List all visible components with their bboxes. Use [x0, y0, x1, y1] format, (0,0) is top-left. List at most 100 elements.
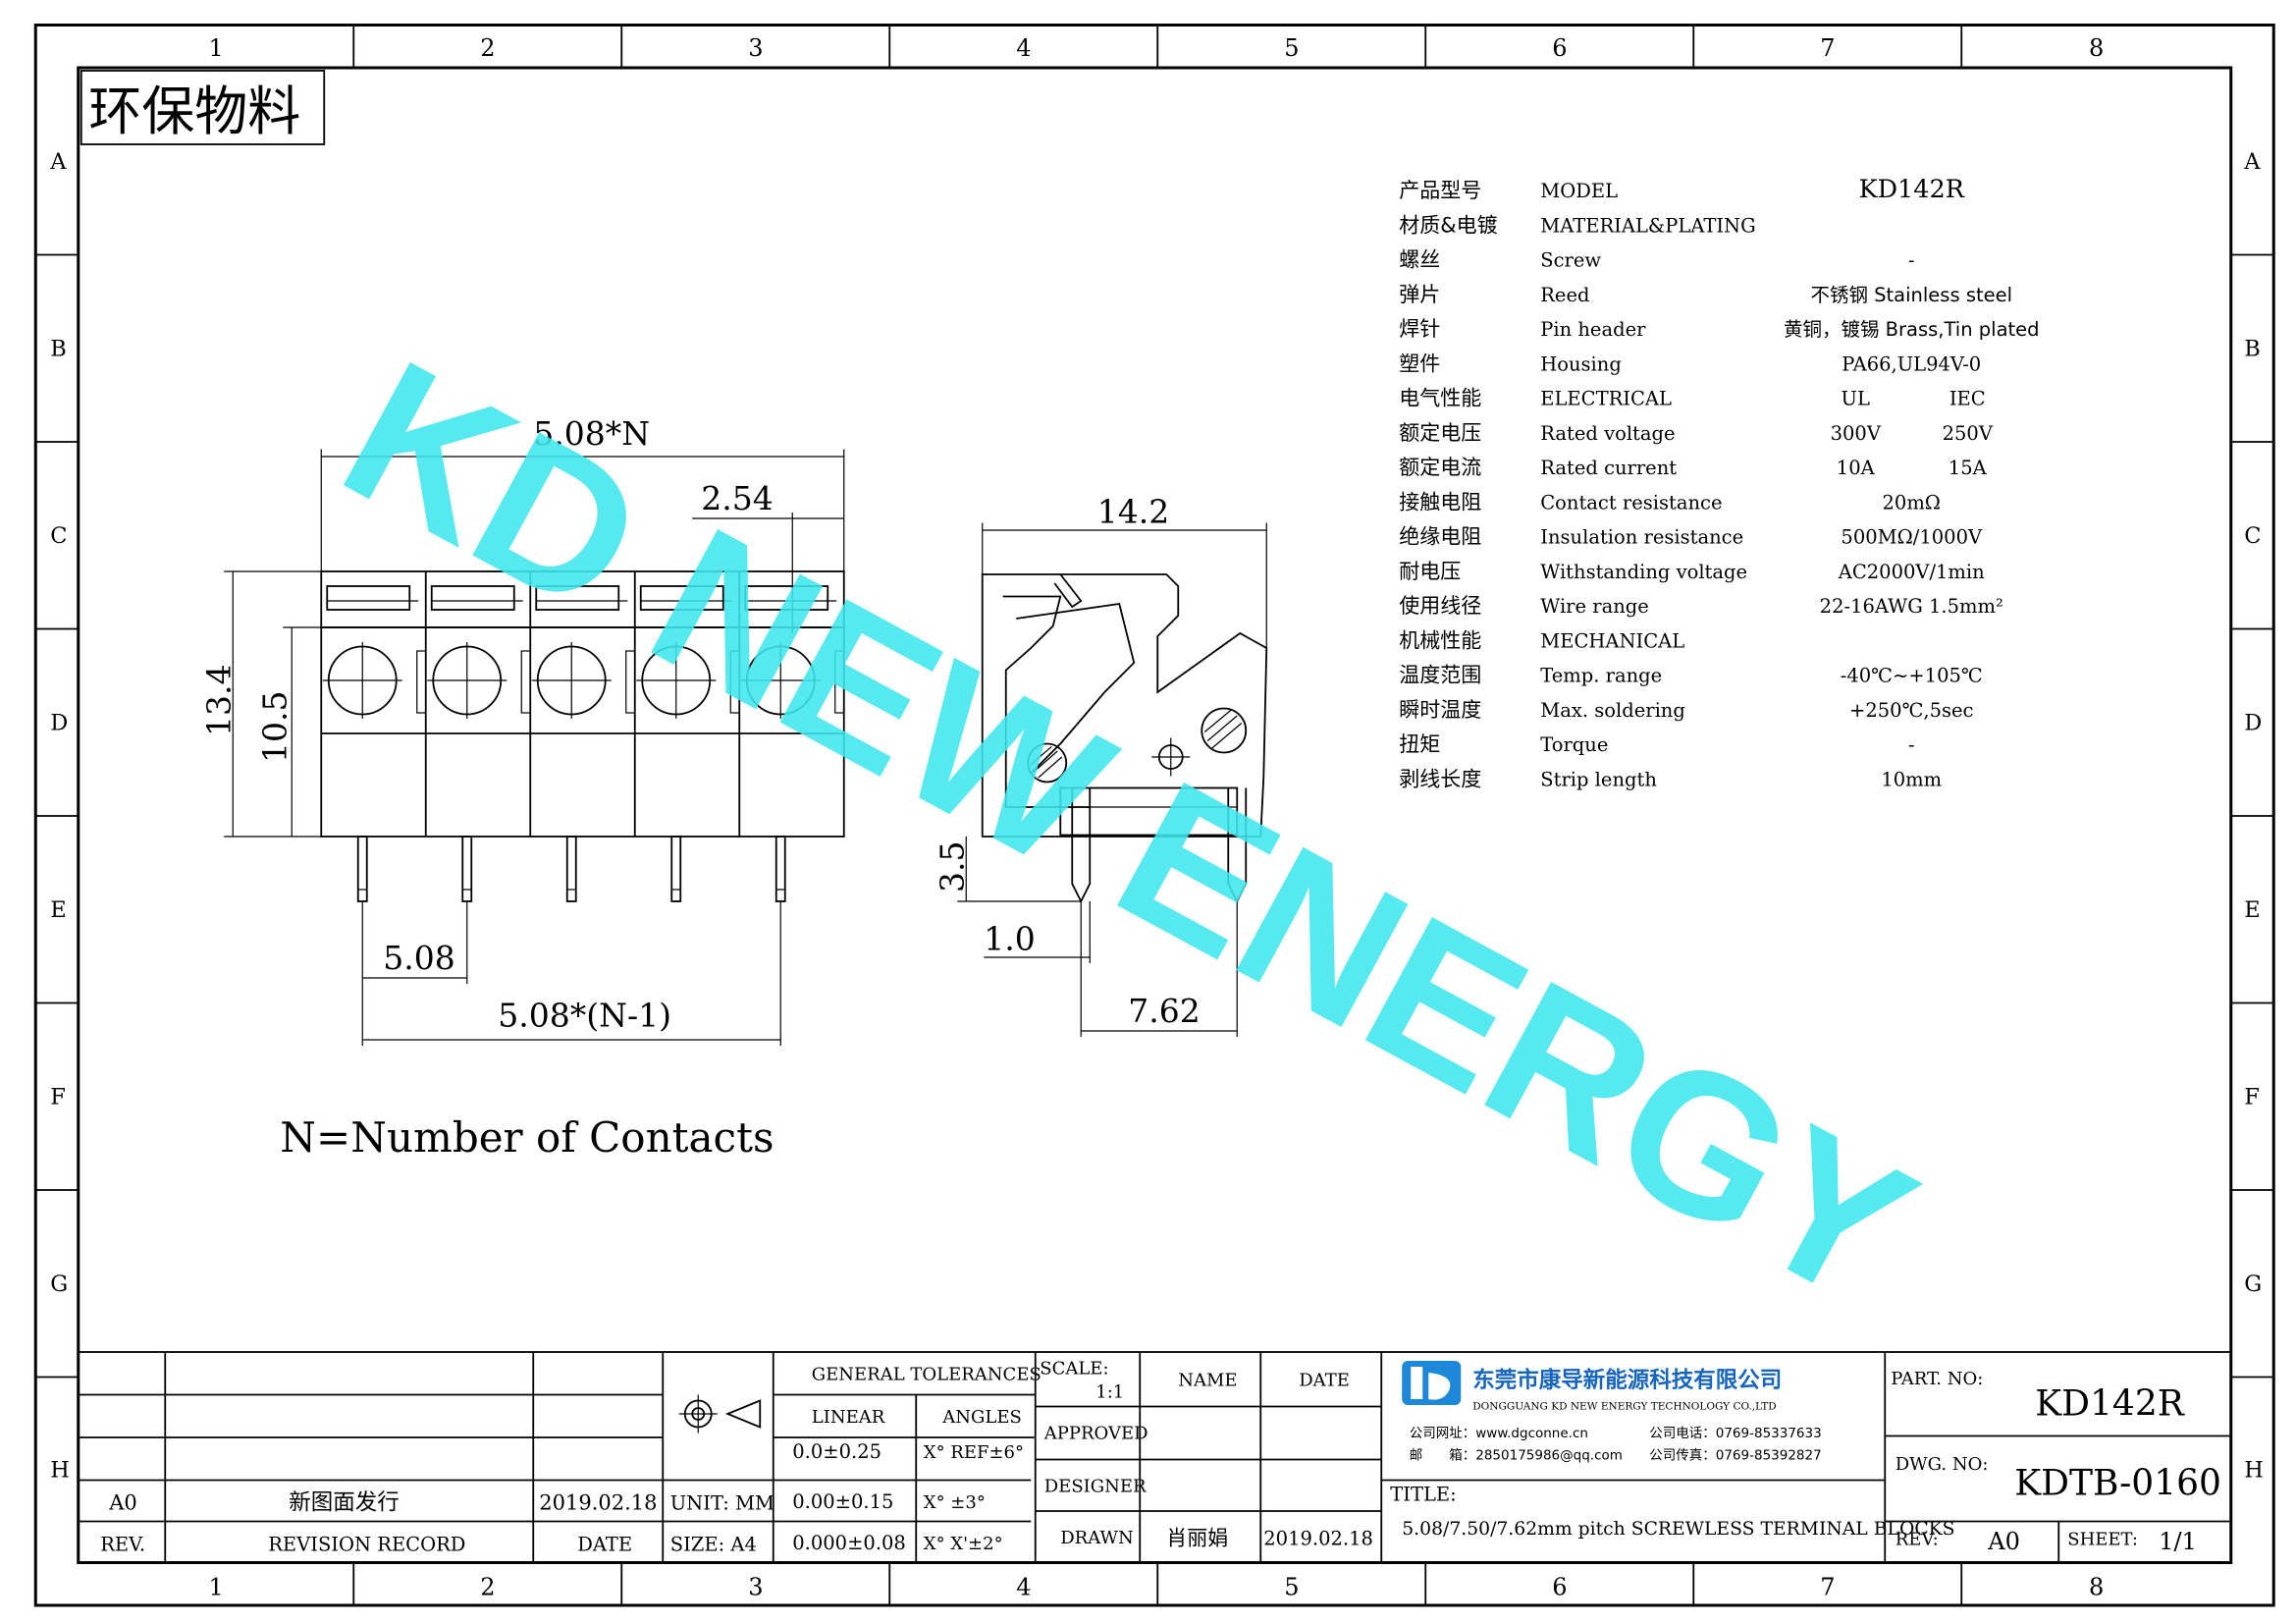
title-label: TITLE: [1390, 1484, 1456, 1506]
front-pins [356, 836, 786, 902]
col-label-bottom: 8 [2089, 1574, 2104, 1601]
company-en: DONGGUANG KD NEW ENERGY TECHNOLOGY CO.,L… [1472, 1401, 1776, 1413]
spec-cn: 额定电压 [1399, 421, 1481, 445]
front-view: 5.08*N 2.54 13.4 10.5 5.08 5.08*(N-1) [199, 414, 845, 1046]
company-fax: 公司传真：0769-85392827 [1649, 1448, 1821, 1464]
part-number: KD142R [2035, 1384, 2184, 1425]
spec-cn: 焊针 [1399, 317, 1440, 341]
spec-value: - [1908, 249, 1915, 272]
spec-en: Temp. range [1540, 665, 1662, 687]
spec-en: Max. soldering [1540, 699, 1685, 722]
rev-head-rev: REV. [100, 1534, 145, 1556]
contact-release-slot [834, 650, 845, 714]
contact-release-slot [416, 650, 427, 714]
col-label-top: 7 [1820, 34, 1835, 62]
side-screw-hatch-1 [1206, 715, 1238, 741]
row-label-right: A [2243, 149, 2261, 175]
front-pin [670, 836, 682, 902]
side-rivet-left [1027, 742, 1068, 784]
spec-value: - [1908, 733, 1915, 756]
front-pin [774, 836, 786, 902]
row-label-right: E [2244, 897, 2260, 923]
sheet-label: SHEET: [2067, 1530, 2138, 1550]
spec-en: MECHANICAL [1540, 629, 1684, 652]
watermark: KD NEW ENERGY [311, 317, 1948, 1346]
spec-cn: 接触电阻 [1399, 490, 1481, 514]
dim-pin-row: 7.62 [1128, 992, 1200, 1030]
latch-slot [535, 585, 620, 611]
rev-label: REV: [1896, 1530, 1939, 1550]
projection-symbol [678, 1394, 762, 1434]
row-label-left: H [50, 1458, 70, 1484]
side-rivet-left-hatch-2 [1038, 756, 1063, 779]
rev-row-rev: A0 [108, 1491, 137, 1515]
contact-cells [322, 571, 845, 837]
front-pin [356, 836, 368, 902]
col-label-top: 1 [209, 34, 224, 62]
side-rivet-left-hatch-1 [1033, 750, 1058, 773]
name-head: NAME [1178, 1371, 1237, 1391]
dim-pitch-n1: 5.08*(N-1) [498, 997, 671, 1035]
spec-en: Torque [1540, 733, 1608, 756]
rev-row-date: 2019.02.18 [539, 1491, 657, 1515]
spec-value: 10mm [1881, 768, 1942, 790]
spec-en: Withstanding voltage [1540, 561, 1747, 583]
contacts-note: N=Number of Contacts [280, 1113, 774, 1162]
spec-value-1: UL [1842, 388, 1870, 410]
contact-release-slot [520, 650, 531, 714]
col-label-bottom: 3 [748, 1574, 763, 1601]
unit: UNIT: MM [670, 1492, 774, 1515]
tol-angle: X° REF±6° [924, 1442, 1024, 1463]
spec-en: Rated voltage [1540, 422, 1675, 445]
col-label-bottom: 6 [1552, 1574, 1567, 1601]
latch-slot [744, 585, 829, 611]
company-web: 公司网址：www.dgconne.cn [1410, 1426, 1588, 1441]
dim-depth: 14.2 [1097, 493, 1169, 531]
row-label-right: C [2244, 523, 2261, 549]
rev-row-record: 新图面发行 [289, 1490, 400, 1516]
eco-label: 环保物料 [88, 81, 300, 142]
row-label-left: C [50, 523, 67, 549]
row-label-left: E [50, 897, 66, 923]
spec-cn: 瞬时温度 [1399, 698, 1481, 722]
spec-en: Pin header [1540, 318, 1646, 341]
rev-value: A0 [1987, 1528, 2020, 1555]
spec-cn: 耐电压 [1399, 560, 1461, 583]
spec-value: KD142R [1859, 175, 1965, 204]
spec-value: -40℃~+105℃ [1841, 665, 1983, 687]
spec-en: MATERIAL&PLATING [1540, 214, 1755, 237]
col-label-bottom: 5 [1284, 1574, 1299, 1601]
side-screw-hatch-3 [1203, 709, 1232, 732]
row-label-left: D [50, 710, 68, 735]
side-base [1059, 786, 1239, 837]
col-label-top: 6 [1552, 34, 1567, 62]
spec-cn: 材质&电镀 [1399, 213, 1497, 237]
latch-slots [326, 585, 837, 611]
side-reed [1016, 602, 1136, 775]
row-label-right: F [2244, 1084, 2260, 1109]
designer-label: DESIGNER [1044, 1477, 1147, 1497]
side-latch [1053, 573, 1083, 609]
size: SIZE: A4 [670, 1534, 757, 1556]
dim-height-body: 10.5 [255, 691, 294, 763]
spec-value: 不锈钢 Stainless steel [1810, 284, 2012, 306]
tol-angle: X° ±3° [924, 1492, 986, 1513]
spec-value: 22-16AWG 1.5mm² [1820, 595, 2003, 618]
spec-value-2: 15A [1949, 457, 1988, 479]
spec-en: Wire range [1540, 595, 1649, 618]
col-label-bottom: 2 [480, 1574, 495, 1601]
row-label-right: H [2244, 1458, 2264, 1484]
latch-slot [430, 585, 515, 611]
sheet-value: 1/1 [2159, 1528, 2197, 1555]
side-view: 14.2 3.5 1.0 7.62 [933, 493, 1268, 1037]
col-label-bottom: 7 [1820, 1574, 1835, 1601]
spec-cn: 绝缘电阻 [1399, 525, 1481, 549]
row-label-left: G [50, 1271, 68, 1297]
spec-en: Housing [1540, 352, 1622, 375]
dim-height-total: 13.4 [199, 665, 238, 736]
spec-cn: 螺丝 [1399, 248, 1440, 272]
side-screw [1201, 707, 1248, 754]
